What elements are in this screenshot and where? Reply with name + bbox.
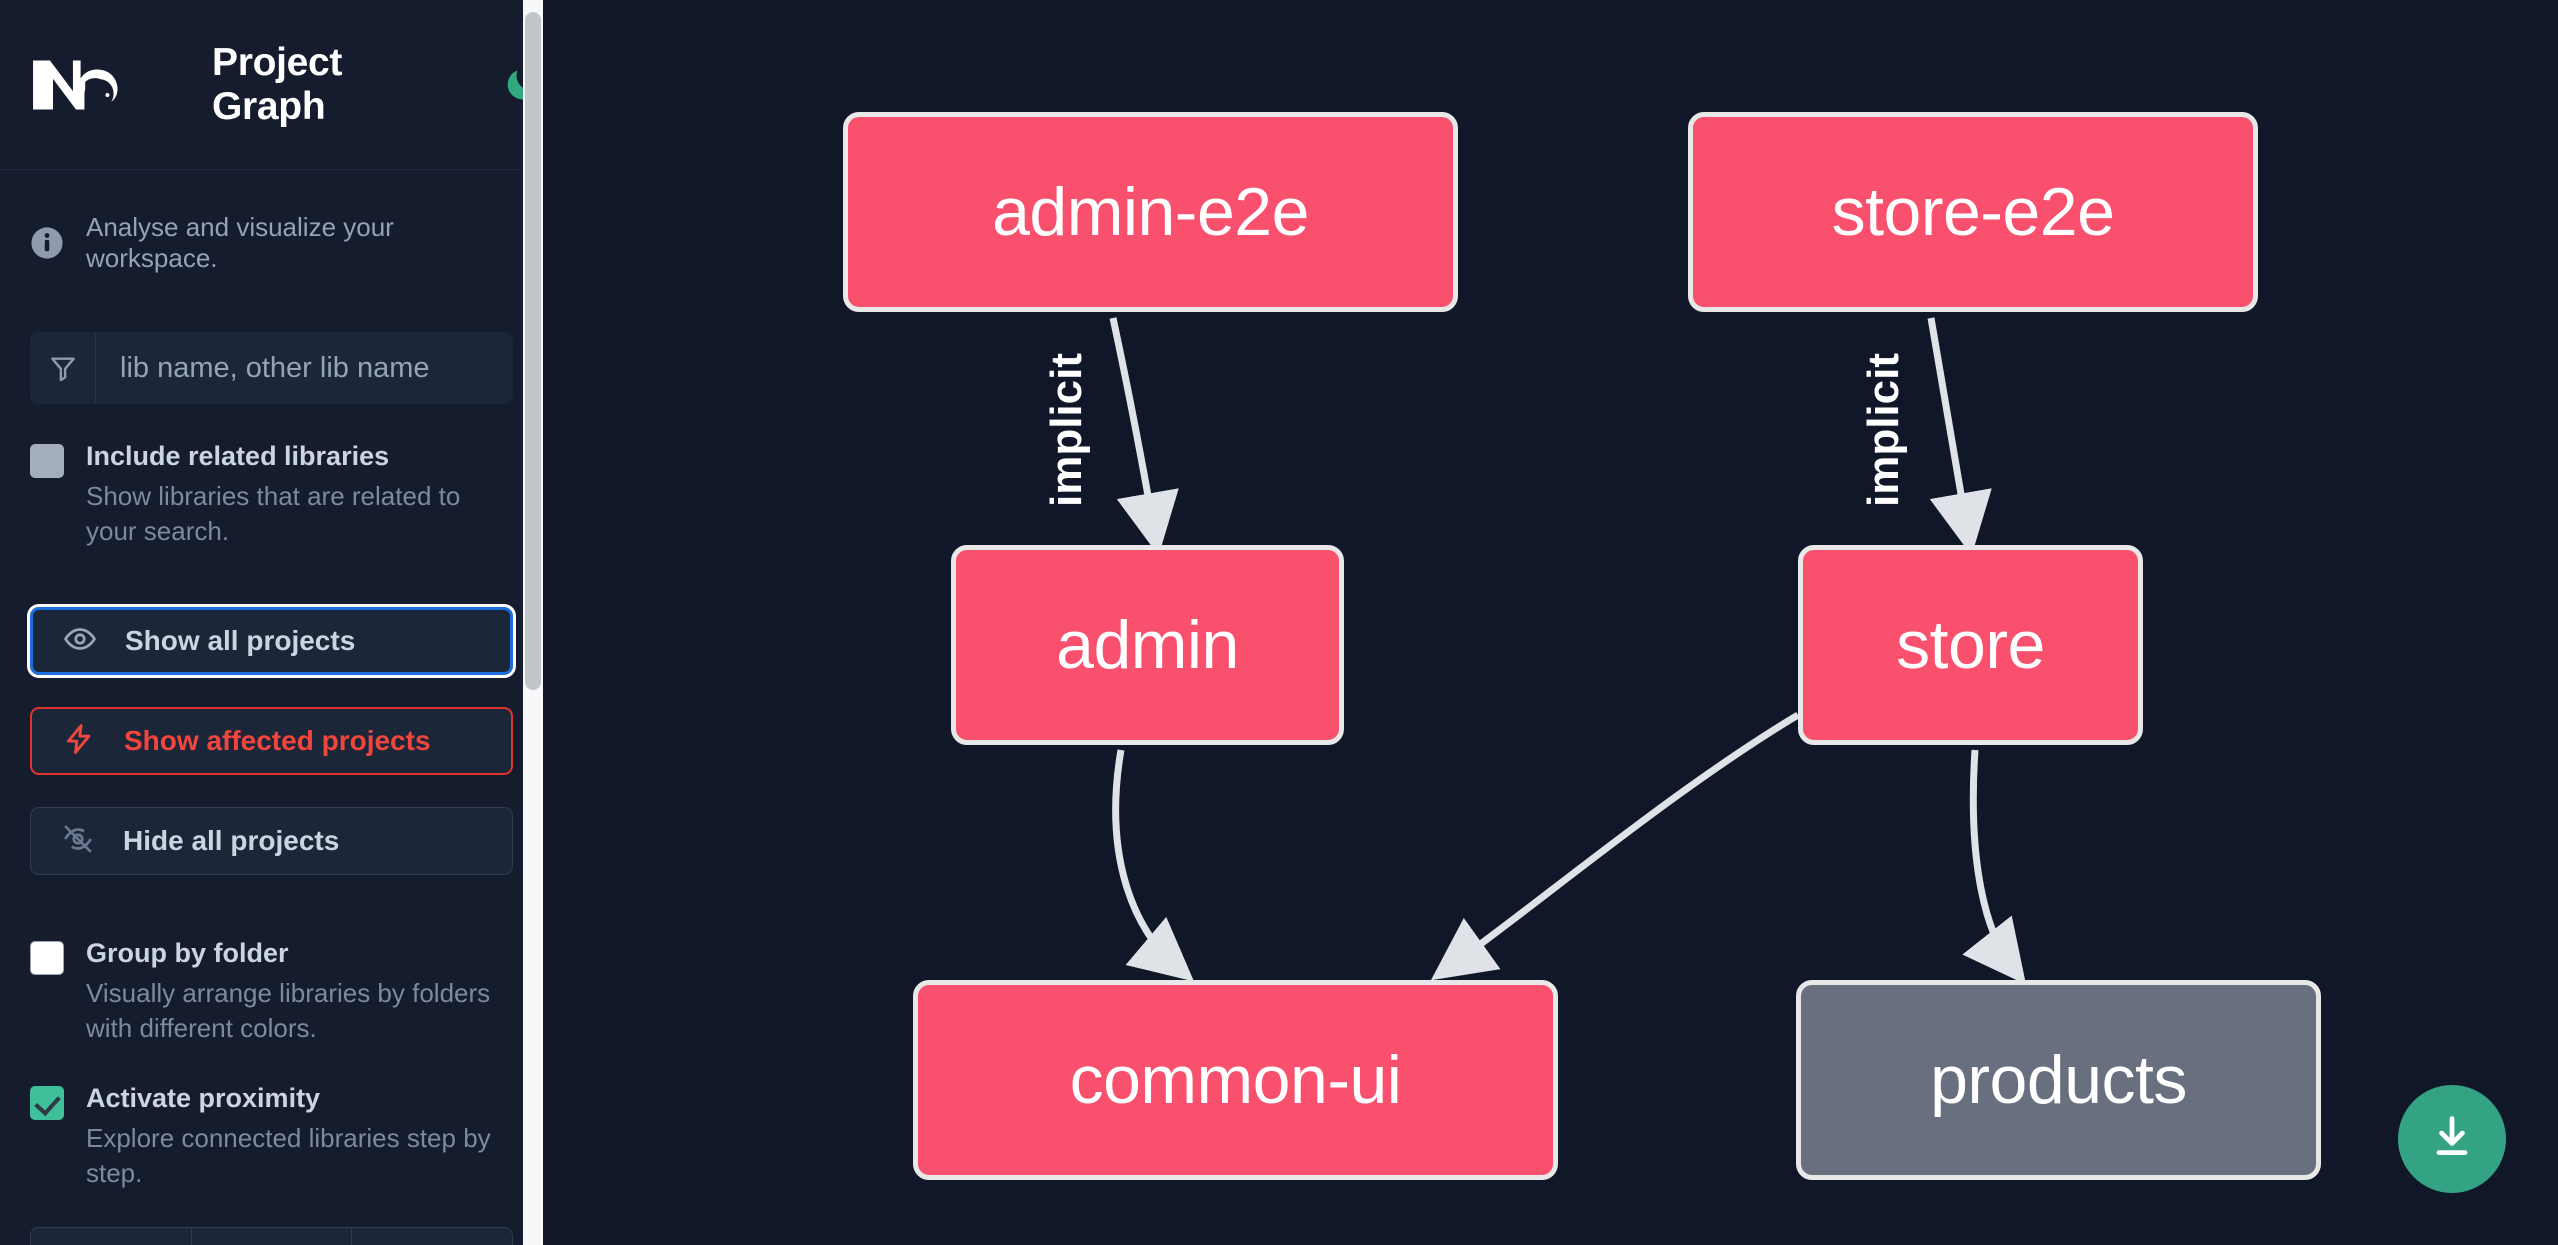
- graph-canvas[interactable]: implicit implicit implicit implicit admi…: [543, 0, 2558, 1245]
- svg-text:implicit: implicit: [1859, 353, 1908, 507]
- checkbox-indicator[interactable]: [30, 444, 64, 479]
- sidebar: Project Graph Analyse and visualize your…: [0, 0, 543, 1245]
- hide-all-projects-button[interactable]: Hide all projects: [30, 807, 513, 876]
- checkbox-activate-proximity[interactable]: Activate proximity Explore connected lib…: [0, 1082, 543, 1191]
- graph-node-common-ui[interactable]: common-ui: [913, 980, 1558, 1180]
- graph-node-label: products: [1930, 1042, 2187, 1118]
- sidebar-header: Project Graph: [0, 0, 543, 170]
- show-all-projects-button[interactable]: Show all projects: [27, 604, 516, 679]
- graph-edges: implicit implicit implicit implicit: [1038, 317, 2027, 985]
- search-input[interactable]: [96, 332, 513, 405]
- show-all-projects-label: Show all projects: [125, 625, 356, 657]
- download-icon: [2426, 1111, 2478, 1168]
- filter-funnel-icon: [30, 332, 96, 405]
- workspace-info: Analyse and visualize your workspace.: [0, 170, 543, 274]
- svg-text:implicit: implicit: [1042, 353, 1091, 507]
- edge-label-implicit-admin: implicit implicit: [1038, 349, 1095, 511]
- graph-node-products[interactable]: products: [1796, 980, 2321, 1180]
- edge-label-implicit-store: implicit implicit: [1855, 349, 1912, 511]
- sidebar-scrollbar-thumb[interactable]: [525, 12, 541, 690]
- edge-store-common-ui: [1430, 711, 1800, 981]
- graph-node-label: admin-e2e: [992, 174, 1309, 250]
- edge-admin-e2e-admin: [1109, 317, 1179, 556]
- graph-node-store[interactable]: store: [1798, 545, 2143, 745]
- edge-admin-common-ui: [1112, 749, 1195, 982]
- graph-node-label: admin: [1056, 607, 1239, 683]
- graph-node-store-e2e[interactable]: store-e2e: [1688, 112, 2258, 312]
- workspace-info-text: Analyse and visualize your workspace.: [86, 212, 394, 274]
- svg-text:implicit: implicit: [1859, 353, 1908, 507]
- checkbox-description: Show libraries that are related to your …: [86, 481, 461, 547]
- show-affected-projects-label: Show affected projects: [124, 725, 431, 757]
- graph-node-admin-e2e[interactable]: admin-e2e: [843, 112, 1458, 312]
- checkbox-description: Visually arrange libraries by folders wi…: [86, 978, 491, 1044]
- nx-logo-icon: [30, 54, 122, 116]
- graph-node-admin[interactable]: admin: [951, 545, 1344, 745]
- info-icon: [30, 226, 64, 260]
- search-field[interactable]: [30, 332, 513, 405]
- svg-text:implicit: implicit: [1042, 353, 1091, 507]
- segment-increase[interactable]: [352, 1228, 512, 1245]
- graph-node-label: common-ui: [1069, 1042, 1402, 1118]
- edge-store-products: [1962, 749, 2027, 985]
- segment-decrease[interactable]: [31, 1228, 192, 1245]
- checkbox-description: Explore connected libraries step by step…: [86, 1123, 491, 1189]
- edge-store-e2e-store: [1927, 317, 1992, 556]
- proximity-step-segmented-control[interactable]: [30, 1227, 513, 1245]
- hide-all-projects-label: Hide all projects: [123, 825, 340, 857]
- lightning-bolt-icon: [62, 722, 96, 761]
- checkbox-group-by-folder[interactable]: Group by folder Visually arrange librari…: [0, 937, 543, 1046]
- page-title: Project Graph: [212, 40, 343, 128]
- project-visibility-buttons: Show all projects Show affected projects: [0, 604, 543, 876]
- checkbox-indicator[interactable]: [30, 941, 64, 976]
- checkbox-label: Activate proximity: [86, 1083, 321, 1114]
- checkbox-label: Group by folder: [86, 938, 289, 969]
- graph-node-label: store: [1896, 607, 2045, 683]
- checkbox-indicator[interactable]: [30, 1086, 64, 1121]
- segment-value[interactable]: [192, 1228, 353, 1245]
- sidebar-scrollbar-track[interactable]: [523, 0, 543, 1245]
- eye-off-icon: [61, 822, 95, 861]
- checkbox-label: Include related libraries: [86, 441, 390, 472]
- eye-icon: [63, 622, 97, 661]
- show-affected-projects-button[interactable]: Show affected projects: [30, 707, 513, 776]
- download-image-button[interactable]: [2398, 1085, 2506, 1193]
- graph-node-label: store-e2e: [1831, 174, 2115, 250]
- checkbox-include-related-libraries[interactable]: Include related libraries Show libraries…: [0, 440, 543, 549]
